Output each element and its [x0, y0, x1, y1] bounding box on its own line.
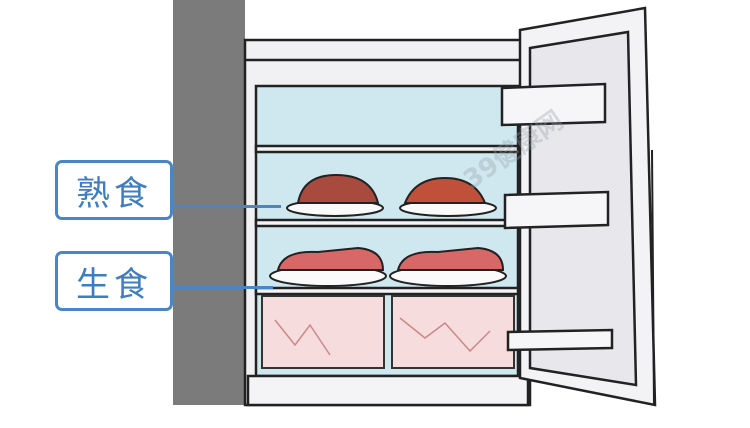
cooked-food-label: 熟食	[55, 160, 173, 220]
door-edge	[651, 149, 655, 406]
raw-food	[269, 246, 507, 287]
crisper-drawers	[261, 295, 515, 369]
cooked-food-leader-line	[173, 205, 281, 208]
raw-food-leader-line	[173, 286, 273, 289]
wall	[173, 0, 245, 405]
cooked-food	[286, 173, 497, 217]
shelves	[254, 144, 520, 296]
fridge-door	[500, 6, 657, 407]
raw-food-label: 生食	[55, 251, 173, 311]
